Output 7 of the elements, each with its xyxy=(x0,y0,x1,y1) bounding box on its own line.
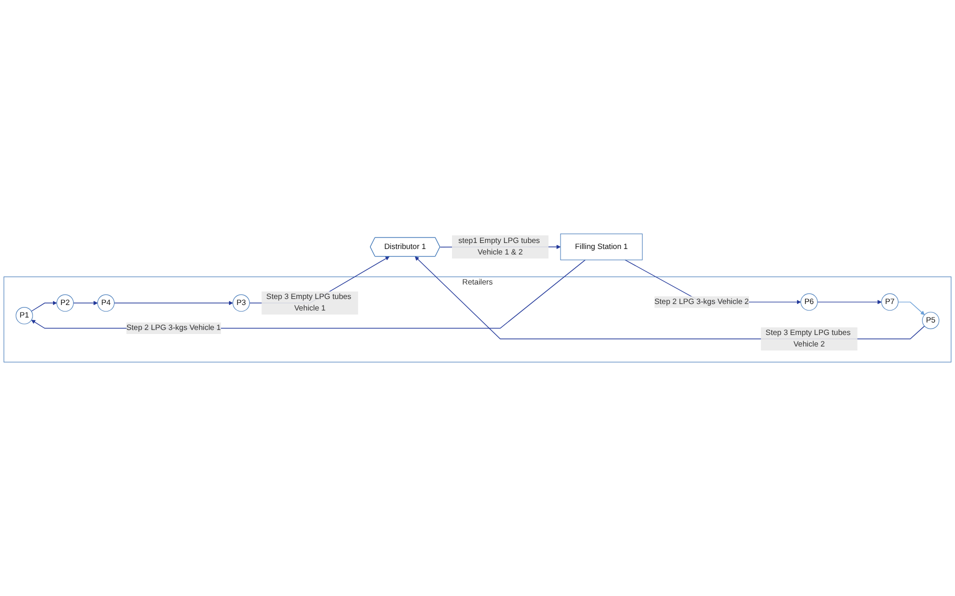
arrow xyxy=(31,260,586,329)
arrow xyxy=(414,256,925,340)
arrow xyxy=(31,300,57,312)
arrow xyxy=(898,302,925,316)
arrow xyxy=(817,300,882,304)
arrow xyxy=(73,300,98,306)
arrow xyxy=(114,300,234,306)
